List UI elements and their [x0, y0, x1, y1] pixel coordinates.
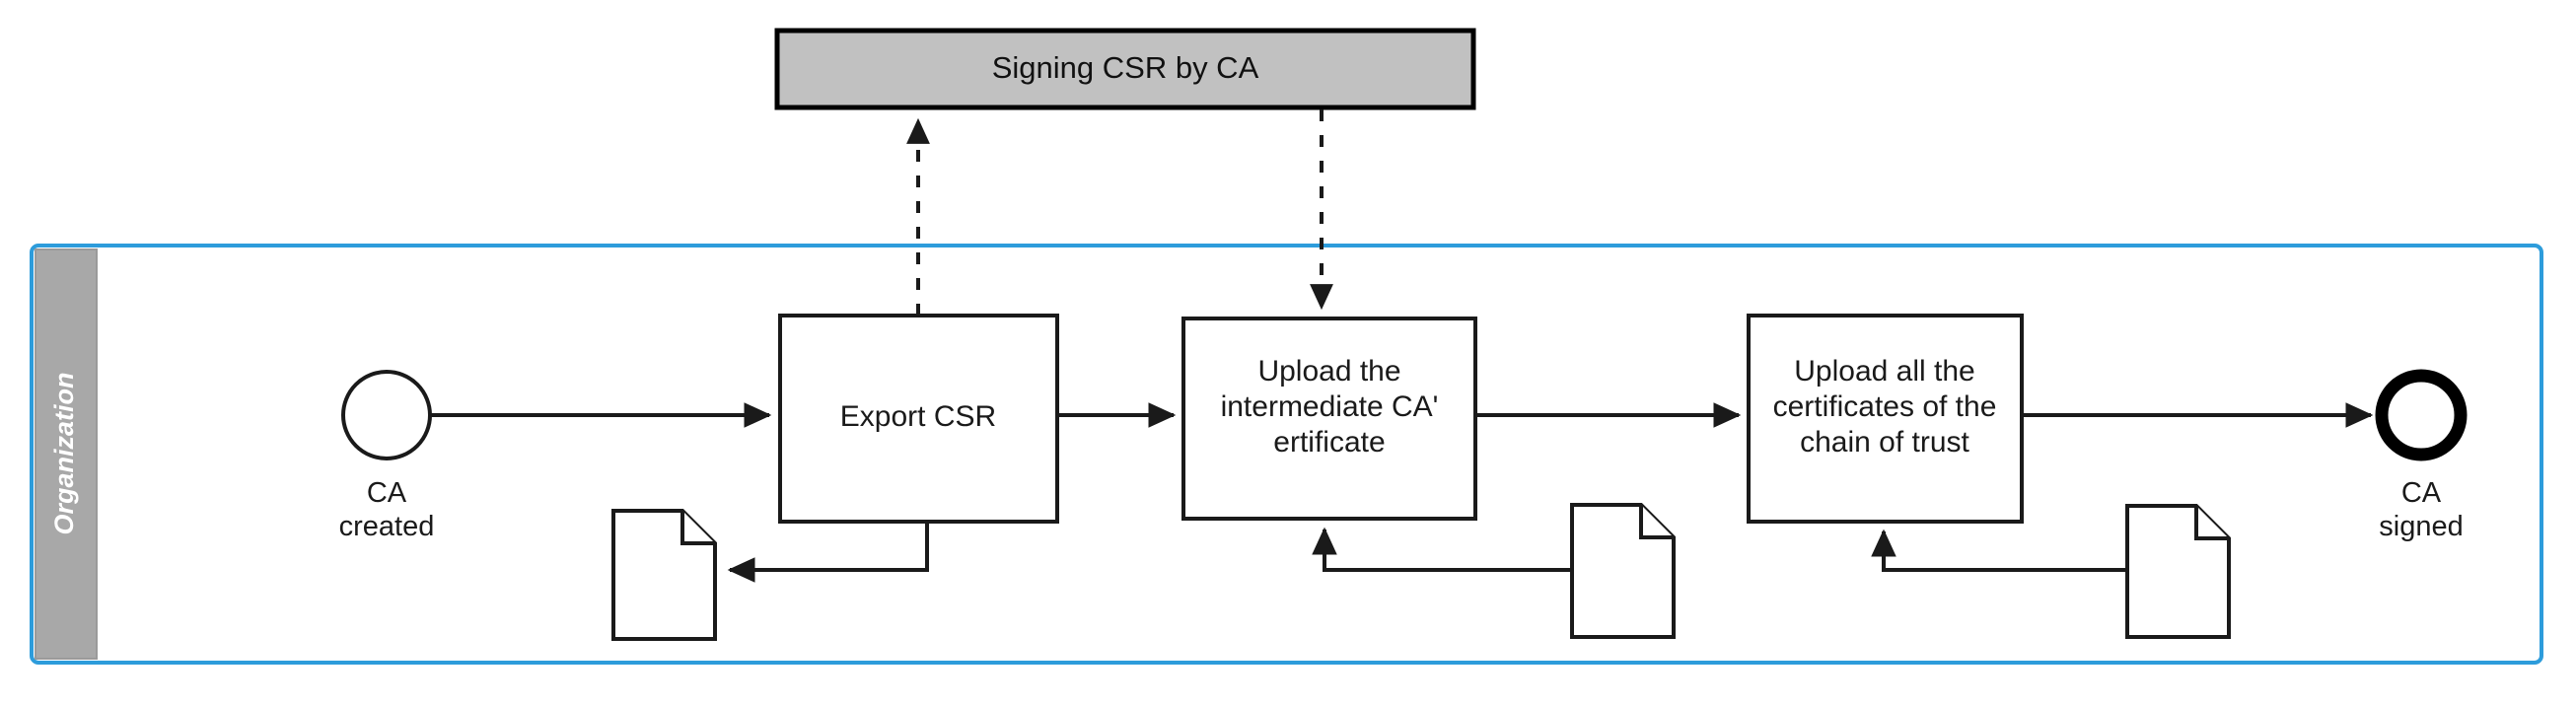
task-upload-chain-of-trust-label-line2: certificates of the	[1773, 390, 1997, 423]
start-event-label-line1: CA	[367, 477, 407, 509]
task-upload-intermediate-ca-certificate-label-line1: Upload the	[1257, 355, 1400, 388]
task-upload-chain-of-trust-label-line3: chain of trust	[1800, 426, 1969, 459]
lane-header-organization[interactable]	[35, 248, 98, 660]
start-event-circle[interactable]	[341, 370, 432, 460]
data-object-2[interactable]	[1570, 503, 1676, 639]
task-export-csr-rect[interactable]	[778, 314, 1059, 524]
lane-label-organization: Organization	[49, 372, 79, 534]
collapsed-pool-label: Signing CSR by CA	[992, 50, 1259, 85]
data-association-export-csr-to-data-object-1[interactable]	[727, 522, 929, 583]
collapsed-pool-signing-csr-by-ca[interactable]: Signing CSR by CA	[774, 28, 1476, 110]
task-upload-intermediate-ca-certificate-label-line2: intermediate CA'	[1221, 390, 1439, 423]
collapsed-pool-rect[interactable]	[774, 28, 1476, 110]
task-upload-chain-of-trust[interactable]: Upload all the certificates of the chain…	[1747, 314, 2024, 524]
start-event-ca-created[interactable]: CA created	[339, 370, 435, 542]
data-association-data-object-2-to-upload-intermediate[interactable]	[1312, 527, 1572, 572]
task-upload-chain-of-trust-rect[interactable]	[1747, 314, 2024, 524]
task-upload-chain-of-trust-label-line1: Upload all the	[1794, 355, 1974, 388]
data-object-1[interactable]	[611, 509, 717, 641]
task-export-csr-label-line1: Export CSR	[840, 400, 996, 433]
start-event-label-line2: created	[339, 511, 435, 542]
end-event-circle[interactable]	[2375, 369, 2468, 461]
data-association-data-object-3-to-chain-of-trust[interactable]	[1871, 529, 2127, 572]
task-upload-intermediate-ca-certificate-rect[interactable]	[1181, 317, 1477, 521]
data-object-1-fold	[680, 511, 715, 545]
task-upload-intermediate-ca-certificate[interactable]: Upload the intermediate CA' ertificate	[1181, 317, 1477, 521]
task-upload-intermediate-ca-certificate-label-line3: ertificate	[1273, 426, 1385, 459]
data-object-3[interactable]	[2125, 504, 2231, 639]
end-event-label-line2: signed	[2379, 511, 2463, 542]
end-event-ca-signed[interactable]: CA signed	[2375, 369, 2468, 542]
task-export-csr[interactable]: Export CSR	[778, 314, 1059, 524]
end-event-label-line1: CA	[2401, 477, 2442, 509]
data-object-2-fold	[1639, 505, 1674, 539]
data-object-3-fold	[2194, 506, 2229, 540]
